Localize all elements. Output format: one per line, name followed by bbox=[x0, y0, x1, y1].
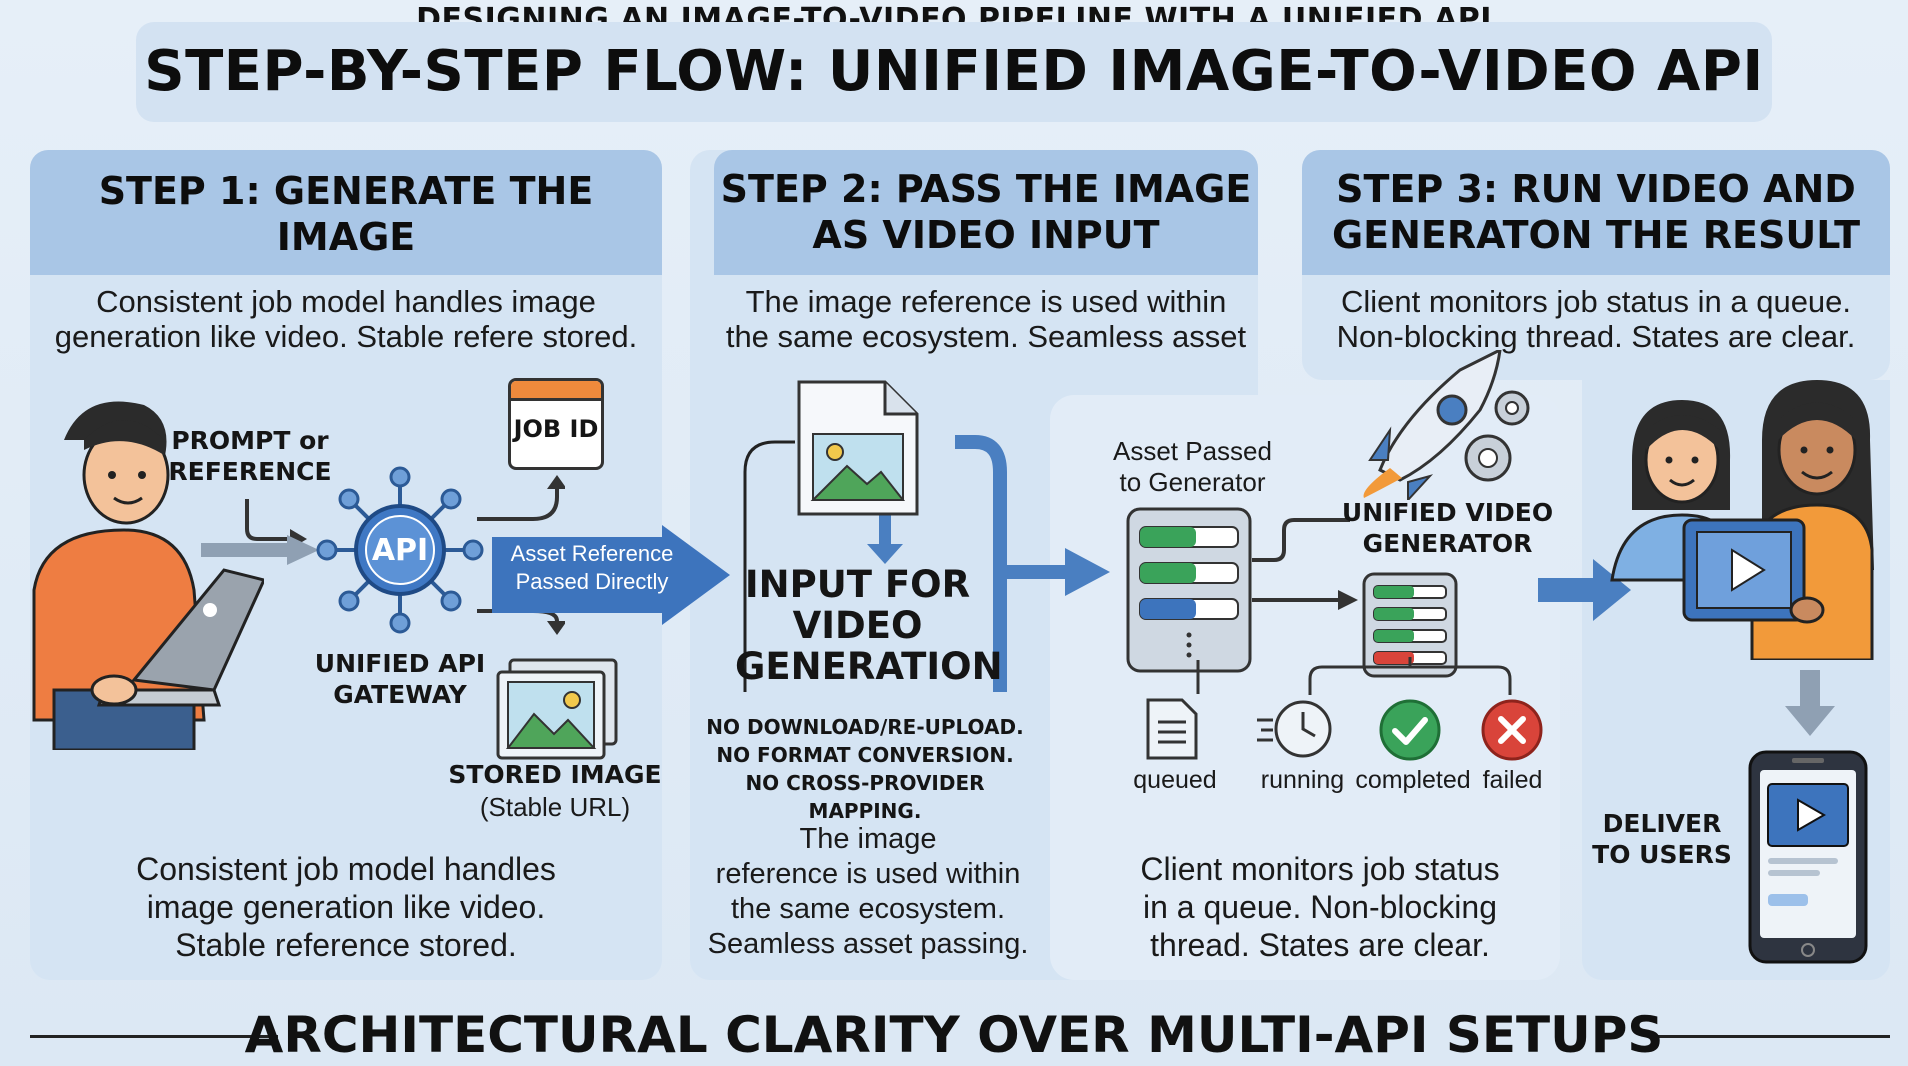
footer-rule-right bbox=[1648, 1035, 1890, 1038]
job-id-card-titlebar bbox=[511, 381, 601, 401]
step1-header bbox=[30, 150, 662, 275]
asset-passed-label: Asset Passed to Generator bbox=[1080, 436, 1305, 498]
queued-document-icon bbox=[1146, 698, 1198, 760]
state-branch-lines-icon bbox=[1308, 657, 1512, 695]
footer-rule-left bbox=[30, 1035, 278, 1038]
to-users-arrow-icon bbox=[1538, 559, 1631, 621]
prompt-arrow-icon bbox=[201, 499, 319, 565]
step2-description: The image reference is used within the s… bbox=[714, 284, 1258, 354]
asset-reference-line: Passed Directly bbox=[515, 569, 669, 594]
state-failed: failed bbox=[1482, 766, 1543, 794]
deliver-label-line: TO USERS bbox=[1592, 840, 1732, 869]
prompt-label-line: REFERENCE bbox=[168, 457, 332, 486]
step1-bottom-line: Stable reference stored. bbox=[175, 927, 517, 963]
main-title: STEP-BY-STEP FLOW: UNIFIED IMAGE-TO-VIDE… bbox=[144, 39, 1764, 104]
step2-heading: STEP 2: PASS THE IMAGE AS VIDEO INPUT bbox=[714, 166, 1258, 258]
step1-bottom-text: Consistent job model handles image gener… bbox=[30, 850, 662, 964]
api-label: API bbox=[371, 533, 429, 568]
stored-image-label: STORED IMAGE bbox=[448, 760, 662, 789]
asset-reference-line: Asset Reference bbox=[510, 541, 674, 566]
input-label-line: VIDEO bbox=[792, 604, 923, 647]
step3-desc-line: Non-blocking thread. States are clear. bbox=[1336, 319, 1856, 354]
step1-heading: STEP 1: GENERATE THE IMAGE bbox=[98, 169, 594, 259]
asset-passed-line: Asset Passed bbox=[1113, 436, 1272, 466]
no-conversion-notes: NO DOWNLOAD/RE-UPLOAD. NO FORMAT CONVERS… bbox=[690, 713, 1040, 825]
completed-check-icon bbox=[1379, 699, 1441, 761]
asset-reference-label: Asset Reference Passed Directly bbox=[497, 540, 687, 596]
step3-desc-line: Client monitors job status in a queue. bbox=[1340, 284, 1852, 319]
step2-bottom-line: reference is used within bbox=[715, 858, 1021, 890]
step2-desc-line: The image reference is used within bbox=[745, 284, 1227, 319]
state-completed: completed bbox=[1355, 766, 1471, 794]
step3-bottom-line: Client monitors job status bbox=[1140, 851, 1500, 887]
user-with-laptop-icon bbox=[32, 401, 264, 750]
step3-bottom-text: Client monitors job status in a queue. N… bbox=[1080, 850, 1560, 964]
deliver-down-arrow-icon bbox=[1785, 670, 1835, 736]
users-with-tablet-icon bbox=[1610, 380, 1874, 660]
step2-bottom-line: Seamless asset passing. bbox=[707, 928, 1029, 960]
step2-bottom-line: The image bbox=[799, 823, 937, 855]
footer-tagline: ARCHITECTURAL CLARITY OVER MULTI-API SET… bbox=[244, 1006, 1664, 1064]
gateway-label-line: UNIFIED API bbox=[314, 649, 486, 678]
deliver-label-line: DELIVER bbox=[1602, 809, 1722, 838]
step3-bottom-line: thread. States are clear. bbox=[1150, 927, 1490, 963]
asset-reference-arrow-icon bbox=[492, 525, 730, 625]
input-label-line: INPUT FOR bbox=[744, 563, 971, 606]
job-id-label: JOB ID bbox=[513, 415, 599, 443]
generator-connector-arrows-icon bbox=[1252, 518, 1358, 610]
queued-connector-icon bbox=[1196, 660, 1200, 694]
job-id-card: JOB ID bbox=[508, 378, 604, 470]
state-queued: queued bbox=[1133, 766, 1217, 794]
state-running: running bbox=[1260, 766, 1345, 794]
step3-heading: STEP 3: RUN VIDEO AND GENERATON THE RESU… bbox=[1302, 166, 1890, 258]
step1-bottom-line: image generation like video. bbox=[146, 889, 546, 925]
prompt-label: PROMPT or REFERENCE bbox=[165, 425, 335, 487]
step3-bottom-line: in a queue. Non-blocking bbox=[1142, 889, 1497, 925]
step3-header bbox=[1302, 150, 1890, 275]
generator-label-line: GENERATOR bbox=[1362, 529, 1533, 558]
deliver-to-users-label: DELIVER TO USERS bbox=[1588, 808, 1736, 870]
stored-image-icon bbox=[496, 658, 618, 760]
step2-header bbox=[714, 150, 1258, 275]
asset-passed-line: to Generator bbox=[1119, 467, 1266, 497]
gateway-label-line: GATEWAY bbox=[333, 680, 467, 709]
step2-bottom-text: The image reference is used within the s… bbox=[690, 822, 1046, 962]
image-file-icon bbox=[797, 380, 919, 516]
step3-description: Client monitors job status in a queue. N… bbox=[1302, 284, 1890, 354]
input-label-line: GENERATION bbox=[735, 645, 1003, 688]
note-line: NO CROSS-PROVIDER MAPPING. bbox=[745, 771, 985, 823]
video-generator-label: UNIFIED VIDEO GENERATOR bbox=[1340, 497, 1555, 559]
step1-desc-line: generation like video. Stable refere sto… bbox=[54, 319, 638, 354]
failed-cross-icon bbox=[1481, 699, 1543, 761]
note-line: NO DOWNLOAD/RE-UPLOAD. bbox=[706, 715, 1024, 739]
gateway-label: UNIFIED API GATEWAY bbox=[310, 648, 490, 710]
step1-description: Consistent job model handles image gener… bbox=[30, 284, 662, 354]
step1-bottom-line: Consistent job model handles bbox=[136, 851, 556, 887]
step2-desc-line: the same ecosystem. Seamless asset bbox=[725, 319, 1247, 354]
stored-image-sublabel: (Stable URL) bbox=[479, 792, 631, 822]
rocket-gears-icon bbox=[1363, 350, 1530, 500]
prompt-label-line: PROMPT or bbox=[171, 426, 329, 455]
step2-heading-line: AS VIDEO INPUT bbox=[812, 213, 1160, 257]
generator-label-line: UNIFIED VIDEO bbox=[1341, 498, 1554, 527]
step2-bottom-line: the same ecosystem. bbox=[731, 893, 1005, 925]
smartphone-video-icon bbox=[1748, 750, 1868, 964]
job-status-subpanel bbox=[1050, 395, 1560, 980]
running-clock-icon bbox=[1257, 700, 1332, 758]
title-banner bbox=[136, 22, 1772, 122]
step2-heading-line: STEP 2: PASS THE IMAGE bbox=[720, 167, 1252, 211]
asset-queue-server-icon bbox=[1126, 507, 1252, 673]
step3-heading-line: STEP 3: RUN VIDEO AND bbox=[1336, 167, 1856, 211]
step3-heading-line: GENERATON THE RESULT bbox=[1331, 213, 1861, 257]
step1-desc-line: Consistent job model handles image bbox=[96, 284, 596, 319]
api-hub-icon bbox=[316, 466, 484, 634]
note-line: NO FORMAT CONVERSION. bbox=[716, 743, 1014, 767]
input-flow-brackets-icon bbox=[743, 435, 1110, 692]
input-for-video-label: INPUT FOR VIDEO GENERATION bbox=[735, 563, 1003, 688]
